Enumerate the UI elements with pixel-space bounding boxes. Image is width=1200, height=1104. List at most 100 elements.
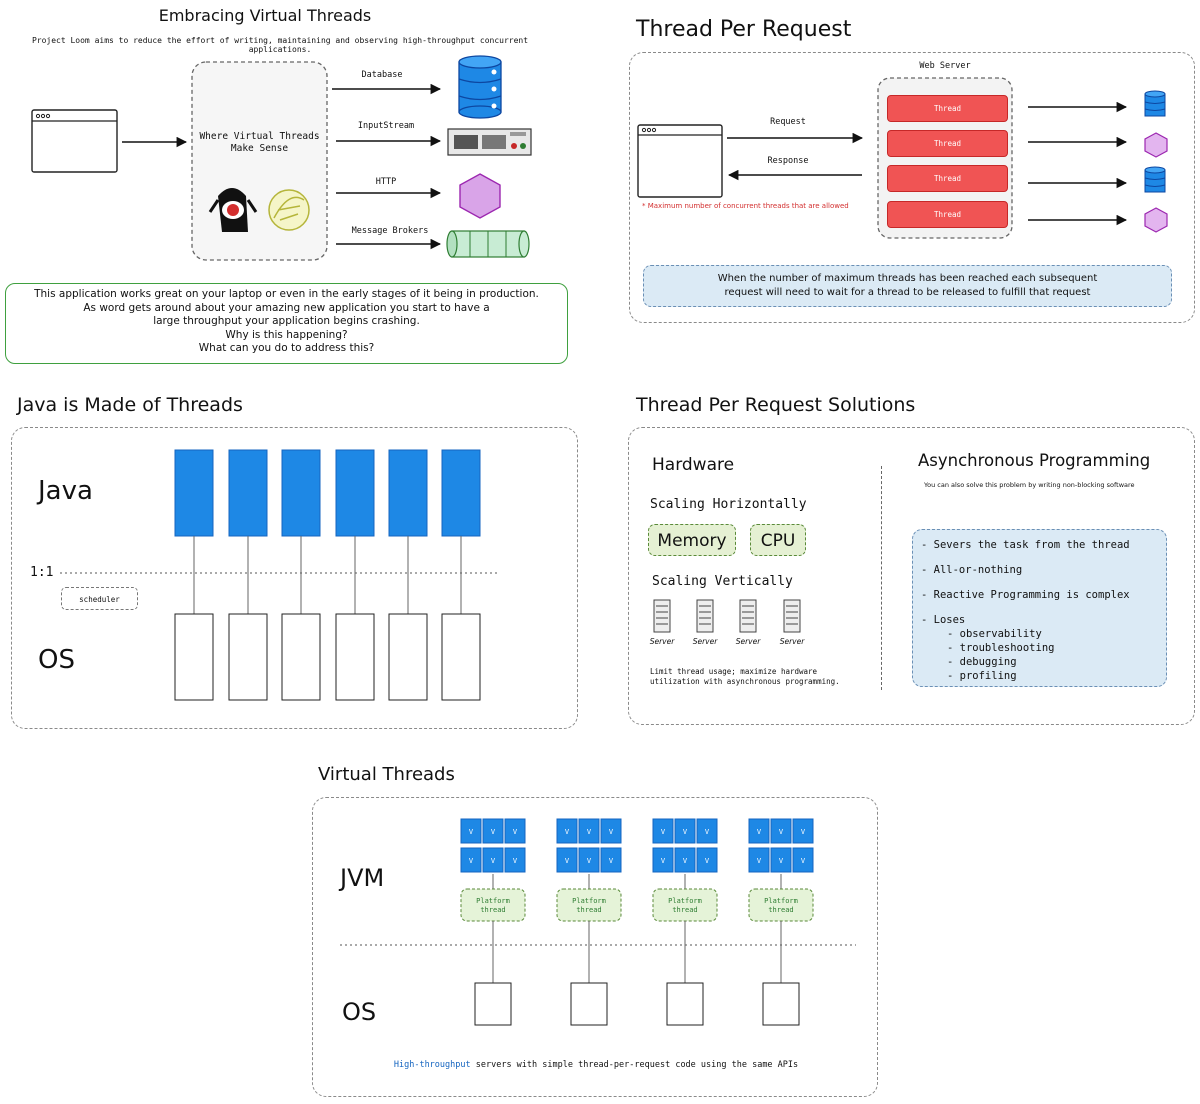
virtual-thread — [652, 818, 674, 844]
vt-footer-rest: servers with simple thread-per-request c… — [470, 1060, 799, 1070]
virtual-thread-label: V — [683, 857, 688, 865]
virtual-thread — [578, 847, 600, 873]
virtual-threads-title: Virtual Threads — [318, 764, 455, 785]
info-line: request will need to wait for a thread t… — [724, 287, 1091, 298]
virtual-thread — [674, 847, 696, 873]
virtual-thread — [652, 847, 674, 873]
virtual-thread — [504, 818, 526, 844]
target-label-message-brokers: Message Brokers — [351, 226, 429, 236]
async-point: - All-or-nothing — [921, 564, 1023, 576]
database-icon — [458, 55, 502, 119]
virtual-thread — [600, 847, 622, 873]
async-point: - Reactive Programming is complex — [921, 589, 1130, 601]
target-label-database: Database — [361, 70, 403, 80]
server-label: Server — [649, 637, 675, 646]
server-icon — [696, 599, 714, 633]
virtual-thread-label: V — [491, 857, 496, 865]
web-server-label: Web Server — [919, 61, 971, 71]
max-threads-note: * Maximum number of concurrent threads t… — [642, 202, 849, 210]
virtual-thread-label: V — [587, 828, 592, 836]
cpu-chip: CPU — [750, 524, 806, 556]
virtual-thread-label: V — [779, 828, 784, 836]
queue-cylinder-icon — [446, 230, 530, 258]
virtual-thread — [556, 818, 578, 844]
solutions-divider — [881, 466, 882, 690]
thread-pair-2 — [228, 449, 268, 701]
spring-leaf-icon — [268, 189, 310, 231]
java-thread-pairs — [174, 449, 481, 701]
thread-pair-5 — [388, 449, 428, 701]
embracing-diagram — [31, 55, 532, 261]
virtual-thread — [770, 818, 792, 844]
solutions-panel — [628, 427, 1195, 725]
virtual-thread-label: V — [683, 828, 688, 836]
virtual-thread-label: V — [469, 828, 474, 836]
virtual-thread — [600, 818, 622, 844]
java-thread — [228, 449, 268, 537]
platform-thread-label: thread — [576, 906, 601, 914]
virtual-thread-label: V — [757, 828, 762, 836]
virtual-thread-label: V — [565, 857, 570, 865]
virtual-thread-label: V — [801, 857, 806, 865]
platform-thread — [556, 888, 622, 922]
solutions-title: Thread Per Request Solutions — [636, 394, 916, 416]
java-threads-panel — [11, 427, 578, 729]
os-thread — [388, 613, 428, 701]
async-heading: Asynchronous Programming — [918, 451, 1151, 470]
response-label: Response — [767, 156, 809, 166]
java-thread-diagram — [60, 449, 498, 701]
virtual-thread — [770, 847, 792, 873]
embracing-title: Embracing Virtual Threads — [158, 6, 372, 25]
virtual-thread — [460, 847, 482, 873]
platform-thread-label: thread — [672, 906, 697, 914]
thread-pair-3 — [281, 449, 321, 701]
virtual-thread-label: V — [705, 828, 710, 836]
tpr-panel — [629, 52, 1195, 323]
embracing-subtitle: Project Loom aims to reduce the effort o… — [31, 36, 529, 54]
database-icon — [1144, 90, 1166, 117]
os-thread — [570, 982, 608, 1026]
story-line: As word gets around about your amazing n… — [83, 301, 490, 314]
java-thread — [388, 449, 428, 537]
os-thread — [281, 613, 321, 701]
platform-thread-label: Platform — [764, 897, 798, 905]
request-label: Request — [770, 117, 806, 127]
jvm-label: JVM — [340, 864, 385, 892]
virtual-thread — [748, 847, 770, 873]
scaling-horizontal-label: Scaling Horizontally — [650, 497, 807, 512]
thread-box: Thread — [887, 201, 1008, 228]
virtual-thread-label: V — [705, 857, 710, 865]
async-points-box: - Severs the task from the thread - All-… — [912, 529, 1167, 687]
virtual-thread — [748, 818, 770, 844]
hardware-heading: Hardware — [652, 455, 735, 475]
async-sub-point: - profiling — [947, 670, 1017, 682]
virtual-thread-label: V — [609, 828, 614, 836]
server-icons — [653, 599, 801, 633]
virtual-thread-label: V — [513, 857, 518, 865]
footer-line: Limit thread usage; maximize hardware — [650, 667, 818, 676]
platform-thread — [460, 888, 526, 922]
virtual-thread — [556, 847, 578, 873]
virtual-thread — [578, 818, 600, 844]
server-label: Server — [779, 637, 805, 646]
story-line: What can you do to address this? — [198, 342, 375, 354]
virtual-thread-label: V — [779, 857, 784, 865]
footer-line: utilization with asynchronous programmin… — [650, 677, 840, 686]
virtual-thread-label: V — [661, 857, 666, 865]
browser-window-icon — [31, 109, 118, 173]
hardware-footer: Limit thread usage; maximize hardware ut… — [650, 667, 840, 687]
os-thread — [441, 613, 481, 701]
thread-pair-4 — [335, 449, 375, 701]
platform-thread-label: Platform — [572, 897, 606, 905]
virtual-thread-label: V — [587, 857, 592, 865]
os-thread — [174, 613, 214, 701]
virtual-thread — [460, 818, 482, 844]
virtual-thread — [792, 818, 814, 844]
virtual-thread — [482, 818, 504, 844]
memory-chip: Memory — [648, 524, 736, 556]
platform-thread-label: Platform — [668, 897, 702, 905]
virtual-thread — [696, 847, 718, 873]
